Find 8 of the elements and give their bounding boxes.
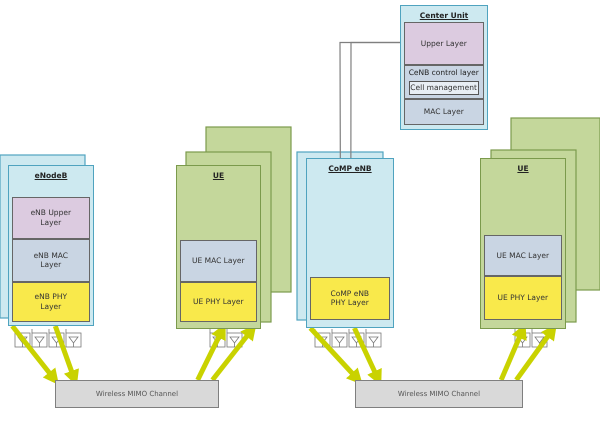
unit-panel [400,5,488,130]
device-panel [176,165,261,329]
arrow [10,324,59,386]
unit-panel [306,158,394,328]
device-panel [480,158,566,329]
unit-panel [8,165,94,326]
layer-band [404,64,484,99]
connector-line [350,42,400,158]
